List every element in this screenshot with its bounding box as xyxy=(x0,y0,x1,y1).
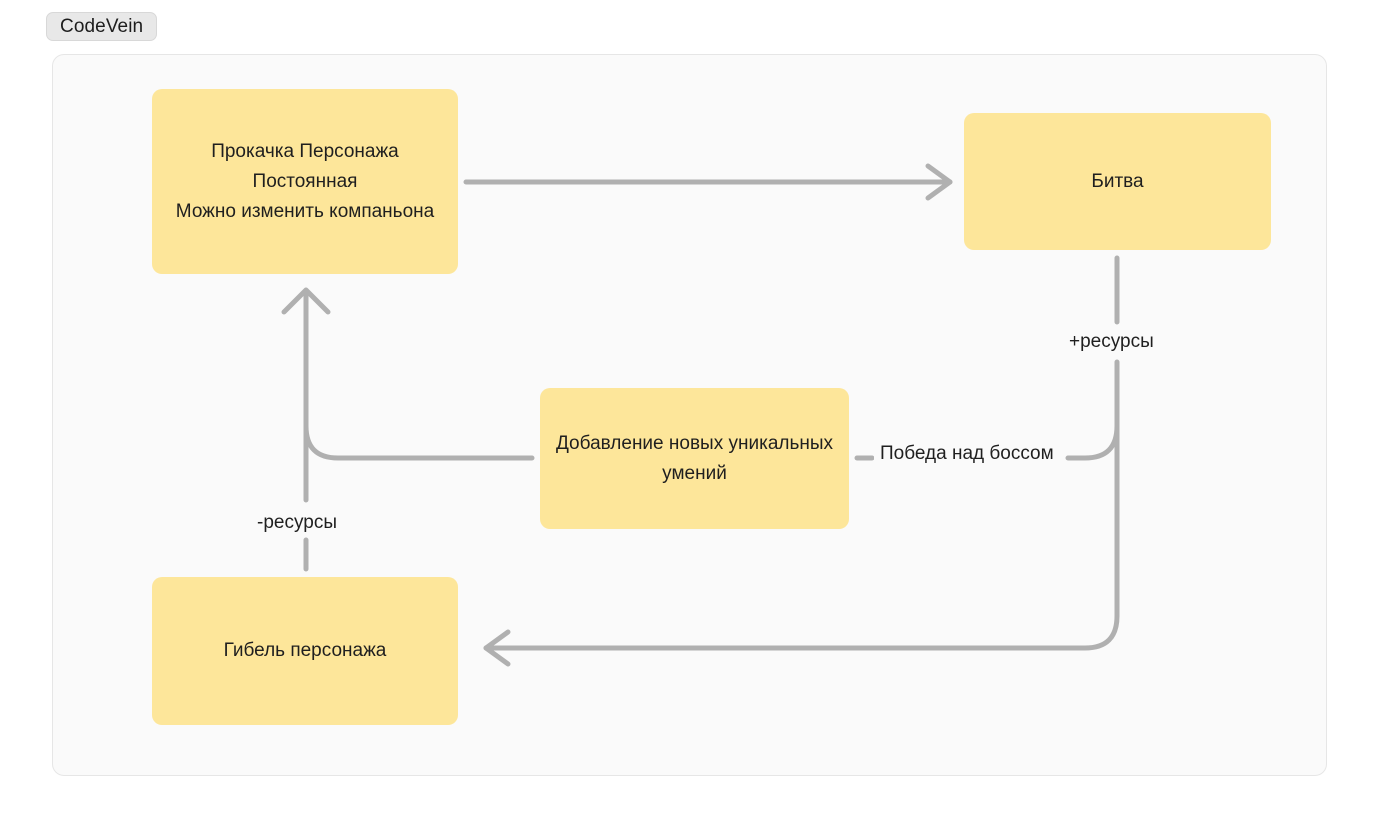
edge-label-boss-victory: Победа над боссом xyxy=(874,442,1060,466)
node-character-progression[interactable]: Прокачка Персонажа Постоянная Можно изме… xyxy=(152,89,458,274)
edge-label-plus-resources: +ресурсы xyxy=(1063,330,1160,354)
diagram-title-chip[interactable]: CodeVein xyxy=(46,12,158,41)
node-battle[interactable]: Битва xyxy=(964,113,1271,250)
node-new-unique-skills[interactable]: Добавление новых уникальных умений xyxy=(540,388,849,529)
node-character-death[interactable]: Гибель персонажа xyxy=(152,577,458,725)
edge-label-minus-resources: -ресурсы xyxy=(251,511,343,535)
